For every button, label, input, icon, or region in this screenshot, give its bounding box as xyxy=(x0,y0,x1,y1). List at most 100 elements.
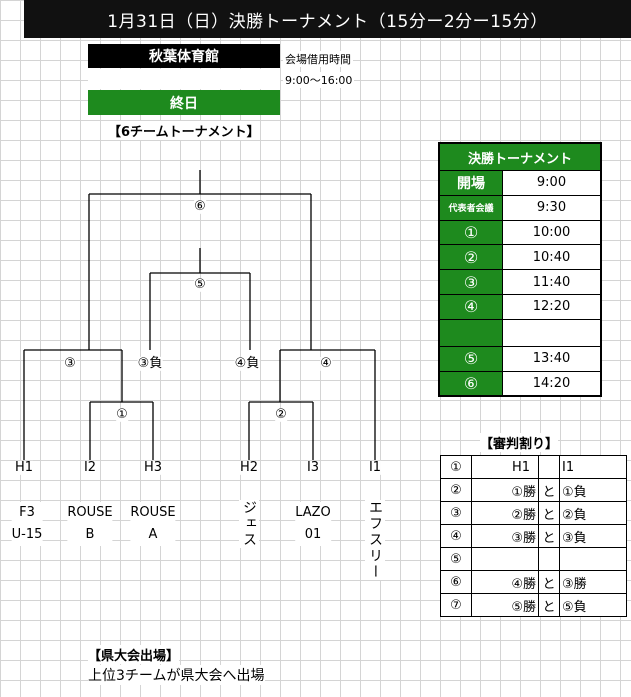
venue-name: 秋葉体育館 xyxy=(88,44,280,68)
referee-b: ①負 xyxy=(559,478,627,502)
bracket-line-group xyxy=(23,170,376,460)
schedule-key: ⑥ xyxy=(440,371,503,396)
referee-a: ②勝 xyxy=(471,501,539,525)
match-5-label: ⑤ xyxy=(194,276,206,293)
schedule-key: ② xyxy=(440,245,503,270)
match-3-loser-label: ③負 xyxy=(137,355,163,372)
team-seed-h3: H3 xyxy=(143,459,163,476)
team-seed-h2: H2 xyxy=(239,459,259,476)
schedule-time: 13:40 xyxy=(532,351,571,367)
schedule-row: ④ 12:20 xyxy=(440,294,600,320)
bracket-title: 【6チームトーナメント】 xyxy=(108,121,260,140)
referee-mid: と xyxy=(538,501,560,525)
referee-mid xyxy=(538,547,560,571)
schedule-time: 11:40 xyxy=(532,274,571,290)
match-6-label: ⑥ xyxy=(194,198,206,215)
venue-time-label: 会場借用時間 xyxy=(283,51,353,67)
referee-num: ④ xyxy=(440,524,472,548)
semi-line xyxy=(149,248,251,350)
referee-mid: と xyxy=(538,478,560,502)
schedule-time: 12:20 xyxy=(532,299,571,315)
schedule-key xyxy=(440,319,503,346)
schedule-key: 開場 xyxy=(440,171,503,195)
team-name-rouse-a: ROUSE A xyxy=(130,502,176,546)
venue-blank-cell xyxy=(88,69,280,89)
schedule-title: 決勝トーナメント xyxy=(440,144,600,171)
schedule-key: ① xyxy=(440,220,503,245)
referee-num: ① xyxy=(440,455,472,479)
referee-b: ②負 xyxy=(559,501,627,525)
referee-num: ② xyxy=(440,478,472,502)
schedule-row: ③ 11:40 xyxy=(440,270,600,295)
referee-a: ③勝 xyxy=(471,524,539,548)
team-name-f3: F3 U-15 xyxy=(11,502,43,546)
referee-num: ⑤ xyxy=(440,547,472,571)
referee-num: ③ xyxy=(440,501,472,525)
team-name-efsuri: エフスリー xyxy=(365,500,385,580)
schedule-row: ⑥ 14:20 xyxy=(440,371,600,396)
schedule-key: ③ xyxy=(440,270,503,294)
team-seed-i2: I2 xyxy=(83,459,97,476)
schedule-row-blank xyxy=(440,319,600,347)
venue-time: 9:00〜16:00 xyxy=(283,72,355,88)
referee-mid: と xyxy=(538,570,560,594)
final-line xyxy=(88,170,312,350)
schedule-key: ④ xyxy=(440,294,503,319)
schedule-row: ① 10:00 xyxy=(440,220,600,246)
referee-title: 【審判割り】 xyxy=(480,433,559,452)
schedule-time: 9:30 xyxy=(536,200,567,216)
schedule-time: 14:20 xyxy=(532,375,571,391)
schedule-row: 開場 9:00 xyxy=(440,171,600,196)
referee-a: ①勝 xyxy=(471,478,539,502)
team-seed-h1: H1 xyxy=(14,459,34,476)
team-name-jess: ジェス xyxy=(239,500,259,548)
schedule-key: 代表者会議 xyxy=(440,195,503,220)
right-quarter-line xyxy=(248,349,376,460)
referee-b: ③勝 xyxy=(559,570,627,594)
schedule-row: 代表者会議 9:30 xyxy=(440,195,600,221)
referee-num: ⑥ xyxy=(440,570,472,594)
schedule-row: ② 10:40 xyxy=(440,245,600,271)
schedule-row: ⑤ 13:40 xyxy=(440,346,600,372)
referee-num: ⑦ xyxy=(440,593,472,617)
referee-a: H1 xyxy=(471,455,539,479)
referee-b: ⑤負 xyxy=(559,593,627,617)
match-2-label: ② xyxy=(275,406,287,423)
referee-mid: と xyxy=(538,524,560,548)
schedule-key: ⑤ xyxy=(440,346,503,371)
left-quarter-line xyxy=(23,349,154,460)
team-name-rouse-b: ROUSE B xyxy=(67,502,113,546)
qualification-text: 上位3チームが県大会へ出場 xyxy=(88,665,265,685)
referee-a xyxy=(471,547,539,571)
schedule-time xyxy=(503,320,600,346)
referee-mid xyxy=(538,455,560,479)
referee-row: ⑤ xyxy=(440,547,627,571)
referee-b xyxy=(559,547,627,571)
schedule-time: 9:00 xyxy=(536,175,567,191)
page-title: 1月31日（日）決勝トーナメント（15分ー2分ー15分） xyxy=(24,0,631,38)
qualification-heading: 【県大会出場】 xyxy=(88,645,180,664)
team-seed-i1: I1 xyxy=(368,459,382,476)
referee-mid: と xyxy=(538,593,560,617)
referee-a: ④勝 xyxy=(471,570,539,594)
schedule-time: 10:40 xyxy=(532,249,571,265)
match-4-loser-label: ④負 xyxy=(234,355,260,372)
schedule-time: 10:00 xyxy=(532,224,571,240)
referee-b: I1 xyxy=(559,455,627,479)
day-label: 終日 xyxy=(88,90,280,115)
referee-a: ⑤勝 xyxy=(471,593,539,617)
team-seed-i3: I3 xyxy=(306,459,320,476)
match-4-label: ④ xyxy=(320,355,332,372)
referee-b: ③負 xyxy=(559,524,627,548)
match-1-label: ① xyxy=(116,406,128,423)
match-3-label: ③ xyxy=(64,355,76,372)
